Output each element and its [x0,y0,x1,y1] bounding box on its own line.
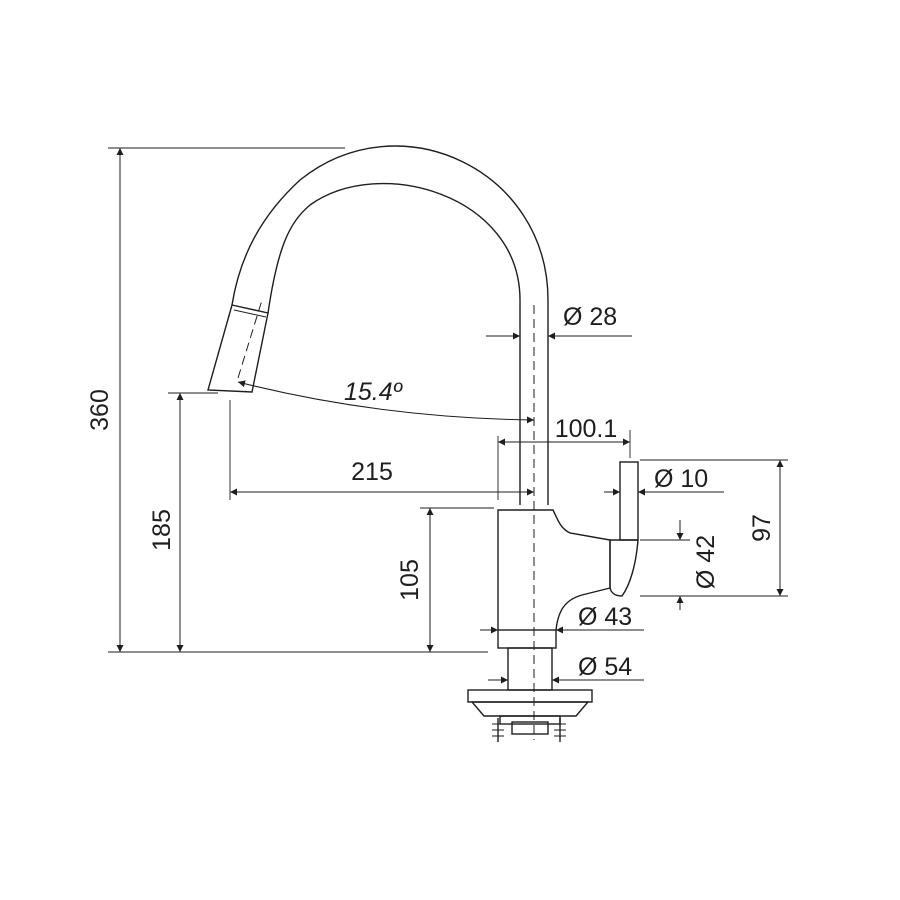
lever-diameter-label: Ø 10 [654,465,708,493]
hose-connector [511,721,549,735]
handle-height-label: 97 [748,514,776,542]
overall-height-label: 360 [86,389,114,431]
lever-handle [619,461,639,541]
mounting-bracket [470,701,590,717]
base-diameter-label: Ø 54 [578,653,632,681]
faucet-outline [207,145,639,742]
mounting-plate [467,689,593,703]
spout-diameter-label: Ø 28 [563,303,617,331]
spout-outer-edge [231,145,549,505]
handle-offset-label: 100.1 [555,415,618,443]
dimension-lines [116,148,784,684]
handle-knob [609,539,639,597]
faucet-body [497,509,611,631]
center-lines [237,299,535,740]
right-bolt [554,718,566,742]
body-height-label: 105 [396,559,424,601]
mounting-shank [507,647,553,691]
left-bolt [492,718,504,742]
spray-head [207,304,269,393]
handle-diameter-label: Ø 42 [692,535,720,589]
dimension-labels: 360 185 105 215 100.1 15.4º Ø 28 Ø 10 Ø … [86,303,776,681]
reach-label: 215 [351,458,393,486]
extension-lines [108,147,788,653]
spout-inner-edge [267,183,521,505]
bolt-bar [499,715,561,725]
spout-angle-label: 15.4º [344,378,404,406]
body-diameter-label: Ø 43 [578,603,632,631]
spout-height-label: 185 [148,509,176,551]
escutcheon-ring [497,629,557,649]
spray-head-seam [233,309,267,318]
dim-arc-spout-angle [237,380,535,424]
